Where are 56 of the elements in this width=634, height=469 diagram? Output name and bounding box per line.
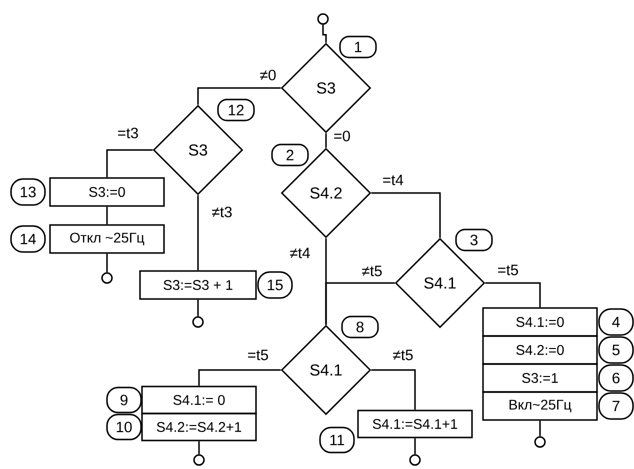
edge-label: ≠t4 <box>288 246 312 260</box>
edge-label: =t3 <box>116 126 140 140</box>
step-number: 6 <box>598 364 634 392</box>
connector-line <box>371 369 416 410</box>
edge-label: =t5 <box>496 264 520 276</box>
step-number: 14 <box>10 225 46 253</box>
process-box: Вкл~25Гц <box>482 391 598 421</box>
connector-line <box>371 192 441 238</box>
terminal-circle <box>192 316 204 328</box>
connector-line <box>106 206 108 224</box>
process-box: S4.1:= 0 <box>141 386 257 414</box>
terminal-circle <box>317 13 329 25</box>
step-number: 13 <box>10 178 46 206</box>
connector-line <box>198 441 200 454</box>
terminal-circle <box>409 454 421 466</box>
connector-line <box>322 24 327 43</box>
connector-line <box>325 282 395 325</box>
process-box: S3:=0 <box>49 177 165 207</box>
process-box: Откл ~25Гц <box>49 224 165 254</box>
edge-label: ≠0 <box>258 68 278 82</box>
connector-line <box>198 369 281 386</box>
step-number: 7 <box>598 392 634 420</box>
process-box: S4.1:=S4.1+1 <box>357 410 473 438</box>
step-number: 5 <box>598 336 634 364</box>
connector-line <box>485 282 541 308</box>
edge-label: =t5 <box>246 348 270 362</box>
connector-line <box>197 87 281 105</box>
connector-line <box>325 133 327 148</box>
connector-line <box>106 149 153 178</box>
step-number: 2 <box>271 144 309 166</box>
edge-label: ≠t5 <box>392 348 414 362</box>
connector-line <box>414 438 416 454</box>
connector-line <box>197 300 199 316</box>
step-number: 8 <box>341 316 379 338</box>
step-number: 11 <box>319 426 355 454</box>
connector-line <box>539 420 541 436</box>
process-box: S4.2:=0 <box>482 335 598 365</box>
process-box: S3:=S3 + 1 <box>139 270 257 300</box>
terminal-circle <box>193 454 205 466</box>
connector-line <box>197 195 199 270</box>
edge-label: =t4 <box>381 174 405 186</box>
step-number: 10 <box>106 414 142 440</box>
edge-label: ≠t5 <box>360 264 384 278</box>
step-number: 3 <box>455 228 493 252</box>
terminal-circle <box>534 436 546 448</box>
edge-label: ≠t3 <box>210 206 234 218</box>
step-number: 15 <box>257 271 293 299</box>
terminal-circle <box>101 272 113 284</box>
step-number: 1 <box>339 36 377 58</box>
step-number: 12 <box>217 98 255 122</box>
step-number: 4 <box>598 308 634 336</box>
step-number: 9 <box>106 386 142 414</box>
connector-line <box>106 254 108 272</box>
process-box: S4.1:=0 <box>482 307 598 337</box>
process-box: S3:=1 <box>482 363 598 393</box>
process-box: S4.2:=S4.2+1 <box>141 412 257 442</box>
